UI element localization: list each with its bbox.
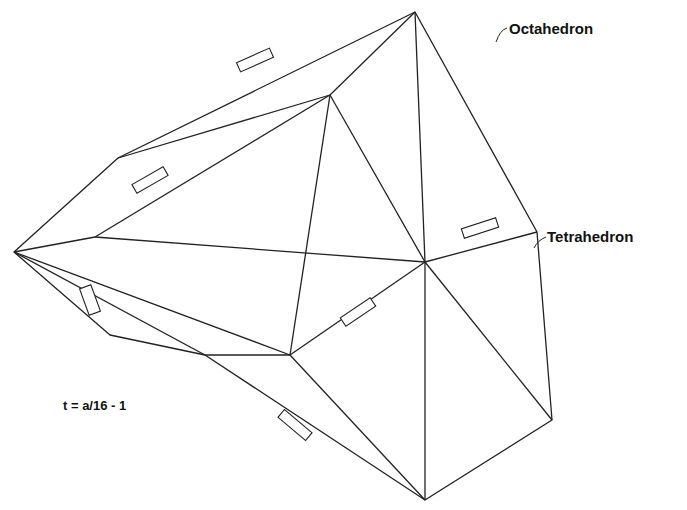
part-name: Tetrahedron [546,228,634,245]
leader-line [496,28,507,42]
leader-line [534,237,546,248]
outline [14,12,552,500]
formula: t = a/16 - 1 [62,398,127,413]
tab [80,48,499,440]
part-name: Octahedron [508,20,594,37]
